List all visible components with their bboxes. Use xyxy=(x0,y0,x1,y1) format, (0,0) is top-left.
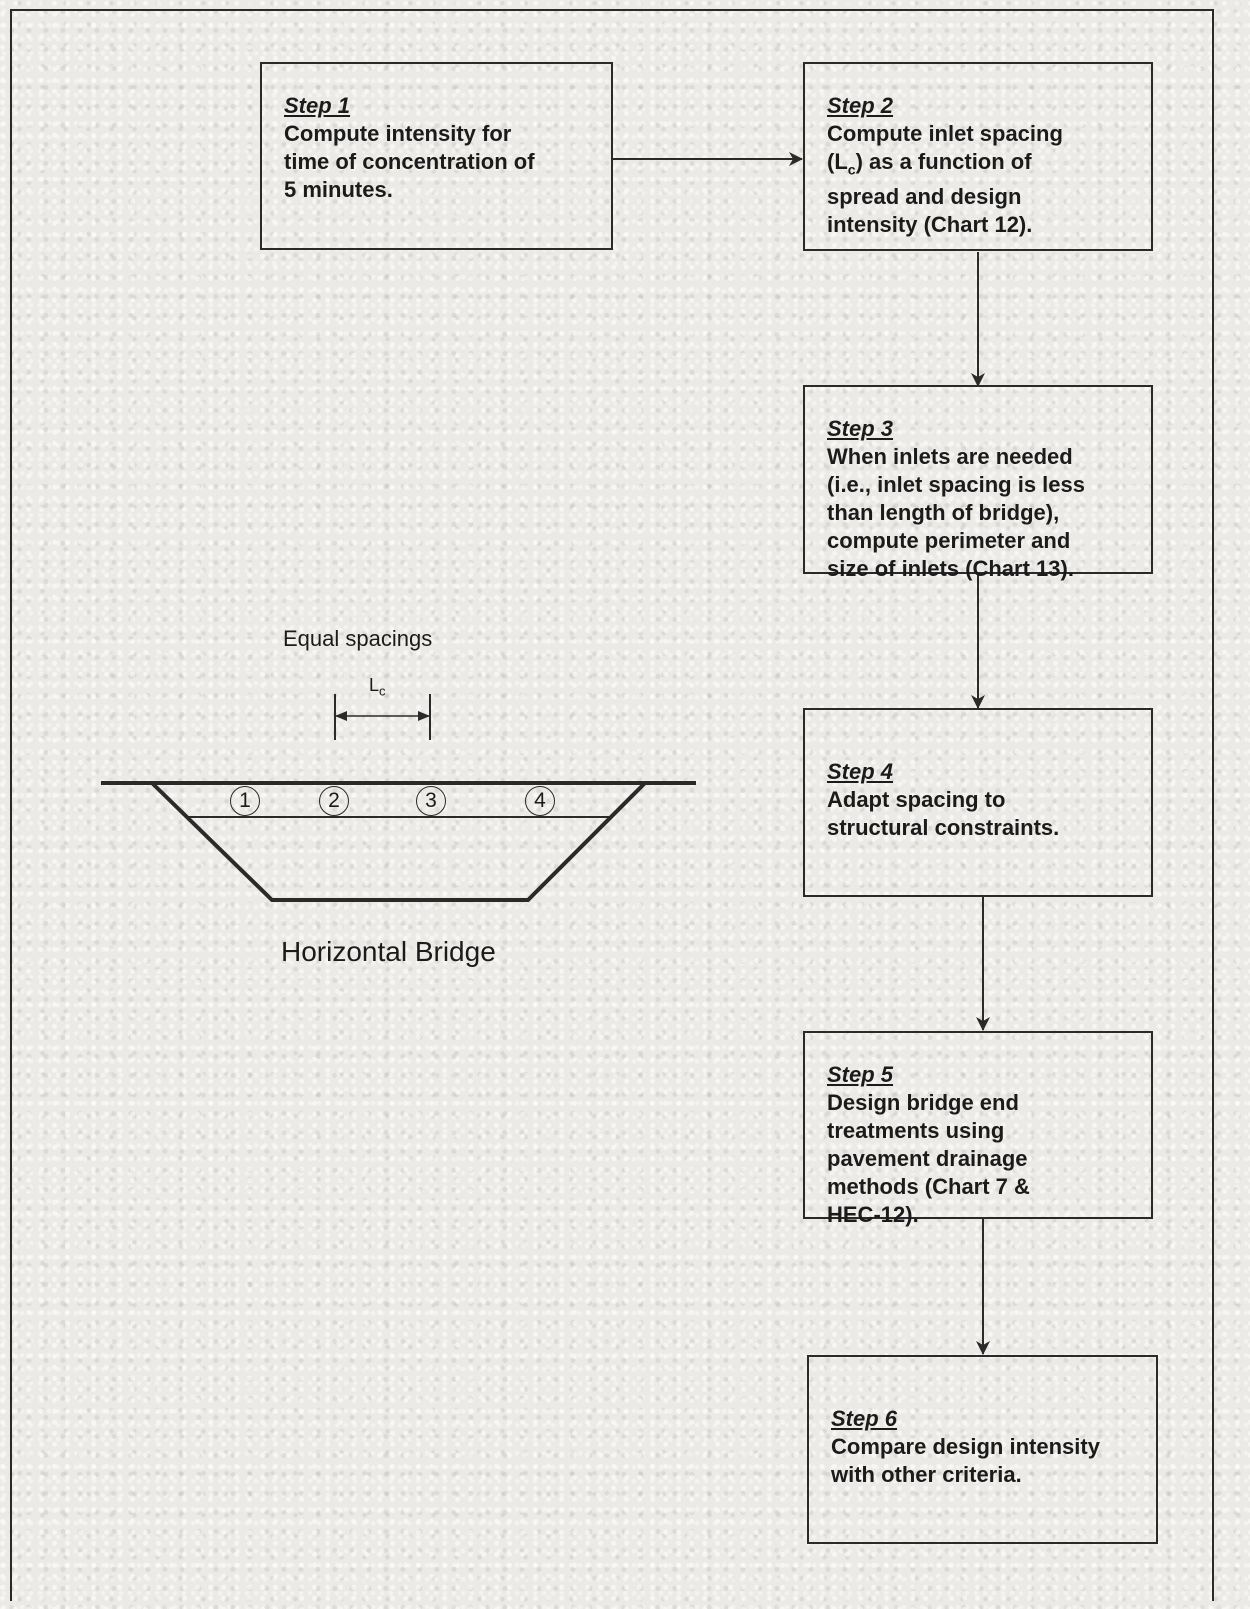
step-2-box: Step 2 Compute inlet spacing (Lc) as a f… xyxy=(803,62,1153,251)
lc-subscript: c xyxy=(379,683,386,699)
step-3-text: When inlets are needed (i.e., inlet spac… xyxy=(827,444,1085,581)
step-4-text: Adapt spacing to structural constraints. xyxy=(827,787,1060,840)
inlet-number-4: 4 xyxy=(525,786,555,816)
bridge-deck-diagram xyxy=(101,781,696,902)
step-4-box: Step 4 Adapt spacing to structural const… xyxy=(803,708,1153,897)
inlet-number-1: 1 xyxy=(230,786,260,816)
step-2-subscript: c xyxy=(847,161,856,178)
inlet-number-2: 2 xyxy=(319,786,349,816)
spacing-dimension xyxy=(334,694,431,740)
step-2-text-before: Compute inlet spacing (L xyxy=(827,121,1063,174)
step-1-title: Step 1 xyxy=(284,93,351,118)
step-3-title: Step 3 xyxy=(827,416,894,441)
equal-spacings-label: Equal spacings xyxy=(283,626,433,651)
inlet-number-3: 3 xyxy=(416,786,446,816)
step-6-text: Compare design intensity with other crit… xyxy=(831,1434,1100,1487)
step-5-text: Design bridge end treatments using pavem… xyxy=(827,1090,1030,1227)
bridge-trapezoid xyxy=(150,781,647,902)
figure-frame xyxy=(10,9,1214,1601)
step-4-title: Step 4 xyxy=(827,759,894,784)
step-6-box: Step 6 Compare design intensity with oth… xyxy=(807,1355,1158,1544)
dimension-arrowhead-right xyxy=(418,711,430,721)
step-5-title: Step 5 xyxy=(827,1062,894,1087)
dimension-arrowhead-left xyxy=(335,711,347,721)
step-3-box: Step 3 When inlets are needed (i.e., inl… xyxy=(803,385,1153,581)
bridge-title: Horizontal Bridge xyxy=(281,936,496,967)
step-6-title: Step 6 xyxy=(831,1406,898,1431)
lc-main: L xyxy=(369,675,380,695)
step-5-box: Step 5 Design bridge end treatments usin… xyxy=(803,1031,1153,1227)
step-1-box: Step 1 Compute intensity for time of con… xyxy=(260,62,613,250)
step-2-text-after: ) as a function of spread and design int… xyxy=(827,149,1033,238)
step-2-title: Step 2 xyxy=(827,93,894,118)
lc-label: Lc xyxy=(369,675,386,699)
step-2-text: Compute inlet spacing (Lc) as a function… xyxy=(827,120,1143,239)
step-1-text: Compute intensity for time of concentrat… xyxy=(284,121,535,202)
